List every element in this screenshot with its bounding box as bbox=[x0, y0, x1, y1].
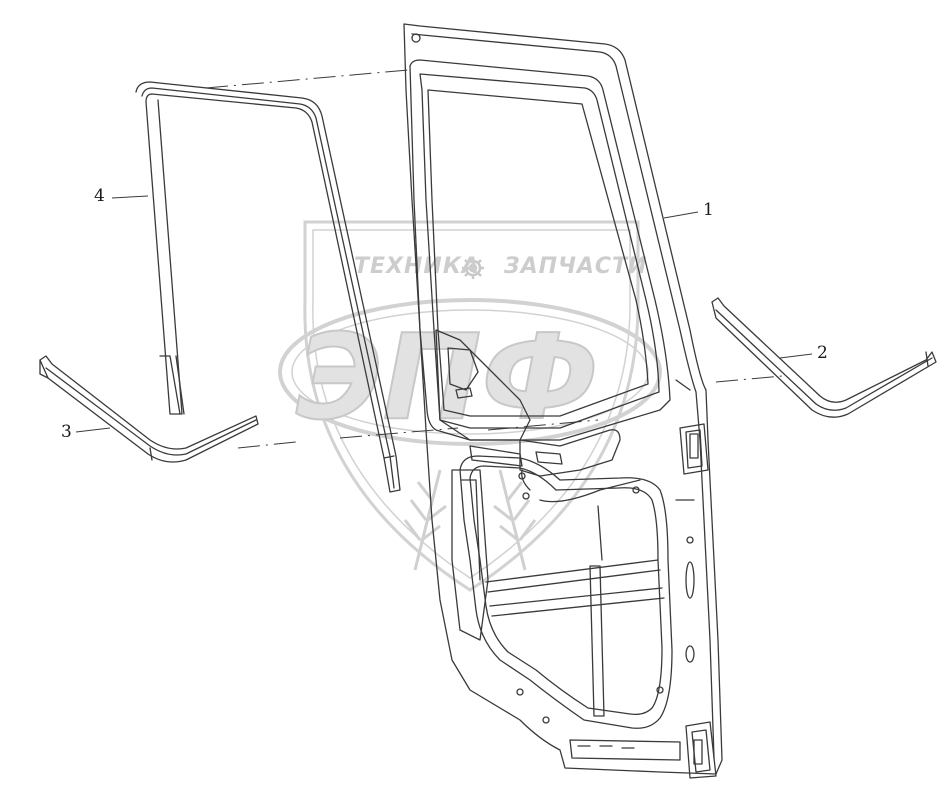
callout-3: 3 bbox=[61, 422, 72, 442]
gear-icon bbox=[462, 257, 484, 279]
lower-seal-part-3 bbox=[39, 355, 259, 463]
glass-run-seal-part-4 bbox=[135, 81, 401, 493]
callout-4: 4 bbox=[94, 186, 105, 206]
leader-line-2 bbox=[779, 353, 813, 359]
callout-2: 2 bbox=[817, 343, 828, 363]
door-panel-part-1 bbox=[403, 23, 723, 779]
leader-line-4 bbox=[111, 195, 149, 199]
leader-line-1 bbox=[663, 211, 699, 219]
watermark-text-right: ЗАПЧАСТИ bbox=[504, 254, 648, 279]
leader-line-3 bbox=[75, 427, 111, 433]
lower-seal-part-2 bbox=[711, 297, 937, 418]
watermark-logo: ЭПФ bbox=[296, 308, 598, 446]
callout-1: 1 bbox=[703, 200, 714, 220]
